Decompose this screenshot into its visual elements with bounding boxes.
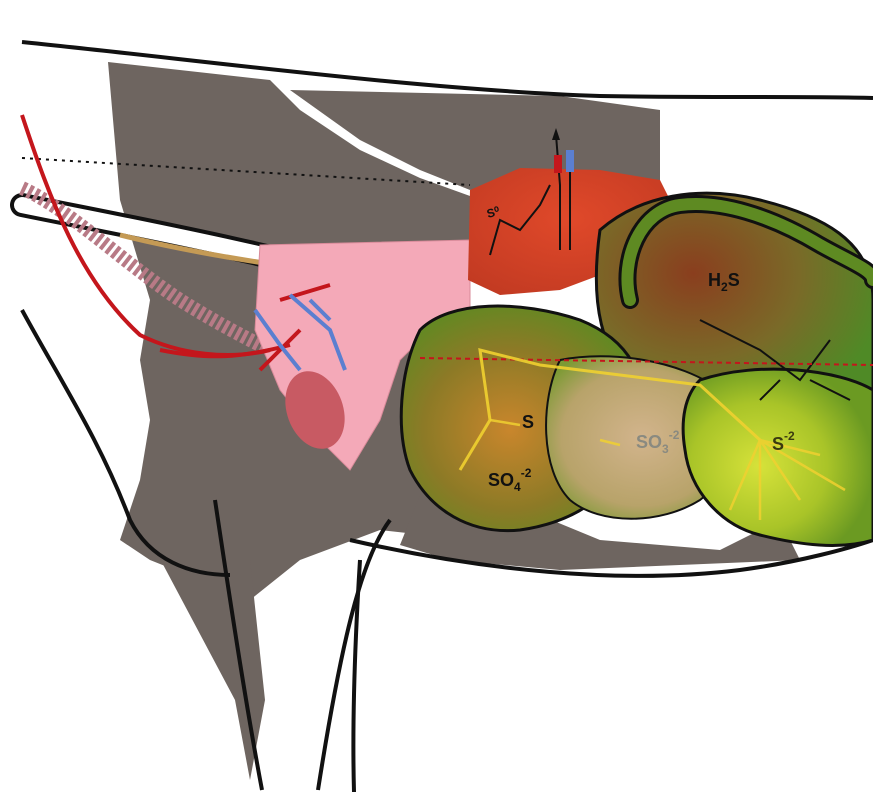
liver-artery-mark (554, 155, 562, 173)
coat-patch-foreleg (150, 540, 265, 780)
liver-vein-mark (566, 150, 574, 172)
label-s: S (522, 412, 534, 432)
foreleg-inner-outline (353, 560, 360, 792)
